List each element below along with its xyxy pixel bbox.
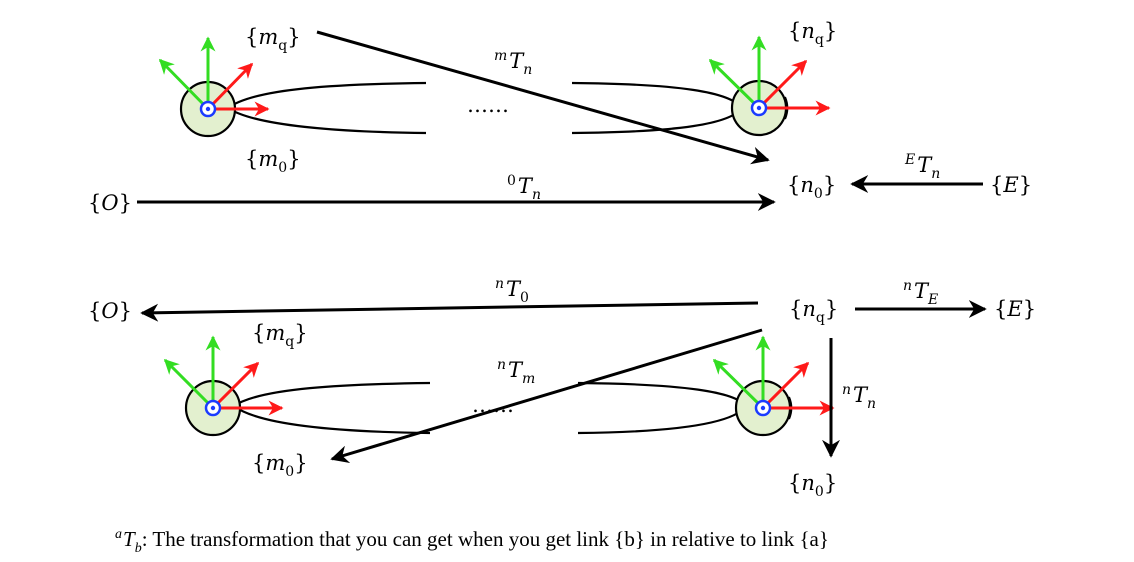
joint-m-bottom [163,335,284,437]
link-curve-bottom-left [233,381,431,435]
y-axis-arrow-icon [158,58,210,111]
transform-label-nTE: nTE [903,278,938,308]
transform-label-mTn: mTn [494,48,532,78]
joint-m-top [158,36,270,138]
y-axis-arrow-icon [708,58,761,110]
transform-label-0Tn: 0Tn [507,173,541,203]
caption: aTb: The transformation that you can get… [115,527,829,556]
transform-label-nTn: nTn [842,382,876,412]
arrow-mTn [316,30,770,165]
z-axis-dot-icon [205,106,211,112]
frame-label-nq: {nq} [789,297,838,326]
frame-label-mq: {mq} [252,321,308,350]
frame-label-n0: {n0} [788,471,837,500]
top-diagram: {mq} {m0} {nq} {n0} {O} {E} …… mTn 0Tn E… [88,19,1032,215]
frame-label-m0: {m0} [245,147,301,176]
frame-label-E: {E} [990,173,1032,197]
arrow-nTm [330,328,763,463]
z-axis-dot-icon [756,105,762,111]
x-axis-arrow-icon [211,361,260,410]
link-curve-top-left [227,81,427,135]
frame-label-m0: {m0} [252,451,308,480]
joint-n-bottom [712,335,835,437]
transform-label-nT0: nT0 [495,276,529,306]
ellipsis-label: …… [472,393,514,417]
frame-label-mq: {mq} [245,25,301,54]
ellipsis-label: …… [467,93,509,117]
frame-label-nq: {nq} [788,19,837,48]
x-axis-arrow-icon [206,62,254,111]
z-axis-dot-icon [760,405,766,411]
transform-label-ETn: ETn [904,152,940,182]
bottom-diagram: {O} {E} {nq} {mq} {m0} {n0} …… nT0 nTE n… [88,276,1036,500]
frame-label-O: {O} [88,299,132,323]
transform-label-nTm: nTm [497,357,535,387]
link-curve-bottom-right [577,381,747,435]
frame-label-E: {E} [994,297,1036,321]
frame-label-n0: {n0} [787,173,836,202]
x-axis-arrow-icon [761,361,810,410]
x-axis-arrow-icon [757,59,808,110]
z-axis-dot-icon [210,405,216,411]
y-axis-arrow-icon [712,358,765,410]
link-curve-top-right [571,81,743,135]
y-axis-arrow-icon [163,358,215,410]
frame-label-O: {O} [88,191,132,215]
joint-n-top [708,35,831,137]
arrow-nT0 [140,301,759,322]
